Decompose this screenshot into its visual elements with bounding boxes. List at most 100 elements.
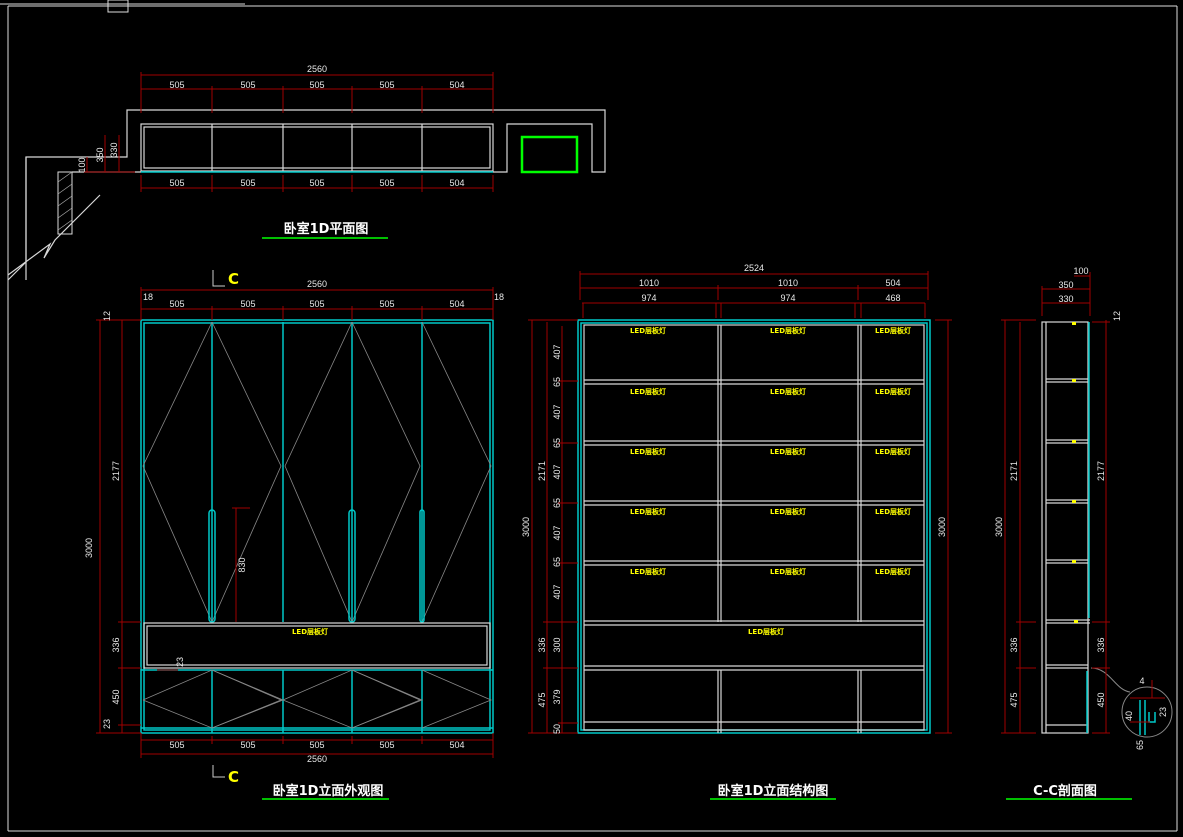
struct-dim-inner-left: 407 <box>552 584 562 599</box>
led-label: LED层板灯 <box>770 326 806 335</box>
struct-dim-inner-left: 407 <box>552 525 562 540</box>
led-label: LED层板灯 <box>770 447 806 456</box>
struct-dim-outer: 1010 <box>778 278 798 288</box>
struct-dim-inner-left: 300 <box>552 637 562 652</box>
ext-dim-left: 336 <box>111 637 121 652</box>
section-dim-left: 2171 <box>1009 461 1019 481</box>
led-label: LED层板灯 <box>630 326 666 335</box>
led-label: LED层板灯 <box>875 387 911 396</box>
ext-dim-bottom: 504 <box>449 740 464 750</box>
led-label: LED层板灯 <box>630 447 666 456</box>
plan-dim-left: 330 <box>109 142 119 157</box>
gap-dim: 23 <box>175 657 185 667</box>
ext-dim-top: 505 <box>240 299 255 309</box>
detail-dim: 4 <box>1139 676 1144 686</box>
plan-dim-top: 504 <box>449 80 464 90</box>
struct-dim-height-right: 3000 <box>937 517 947 537</box>
plan-dim-bottom: 505 <box>379 178 394 188</box>
led-label: LED层板灯 <box>630 387 666 396</box>
struct-dim-inner-left: 65 <box>552 438 562 448</box>
struct-dim-inner-left: 65 <box>552 377 562 387</box>
led-label: LED层板灯 <box>630 507 666 516</box>
led-label: LED层板灯 <box>630 567 666 576</box>
exterior-title: 卧室1D立面外观图 <box>273 783 384 799</box>
struct-dim-height: 3000 <box>521 517 531 537</box>
handle-dim: 830 <box>237 557 247 572</box>
ext-dim-bottom: 505 <box>240 740 255 750</box>
ext-dim-top: 505 <box>309 299 324 309</box>
struct-dim-inner: 974 <box>780 293 795 303</box>
plan-dim-left: 350 <box>95 147 105 162</box>
ext-dim-bottom: 505 <box>379 740 394 750</box>
exterior-elevation: LED层板灯 830 23 2560 18 18 505 505 505 505… <box>84 270 504 800</box>
section-mark-top[interactable]: C <box>228 270 239 288</box>
detail-circle <box>1121 686 1173 738</box>
section-dim-top-offset: 12 <box>1112 311 1122 321</box>
section-dim-right: 336 <box>1096 637 1106 652</box>
ext-dim-total-top: 2560 <box>307 279 327 289</box>
ext-dim-top-offset: 12 <box>102 311 112 321</box>
ext-dim-height: 3000 <box>84 538 94 558</box>
section-dim-top: 330 <box>1058 294 1073 304</box>
section-dim-left: 475 <box>1009 692 1019 707</box>
structure-elevation: LED层板灯 LED层板灯 LED层板灯 LED层板灯 LED层板灯 LED层板… <box>521 263 952 800</box>
section-view: 100 350 330 12 3000 2171 336 475 2177 33… <box>994 266 1173 800</box>
ext-dim-top: 505 <box>379 299 394 309</box>
ext-dim-left: 2177 <box>111 461 121 481</box>
struct-dim-inner-left: 407 <box>552 344 562 359</box>
ext-dim-left: 23 <box>102 719 112 729</box>
struct-dim-inner-left: 50 <box>552 724 562 734</box>
led-label: LED层板灯 <box>875 567 911 576</box>
plan-title: 卧室1D平面图 <box>284 221 369 237</box>
led-label: LED层板灯 <box>770 567 806 576</box>
detail-dim: 65 <box>1135 740 1145 750</box>
struct-dim-outer: 504 <box>885 278 900 288</box>
ext-dim-top: 504 <box>449 299 464 309</box>
plan-dim-left: 100 <box>77 157 87 172</box>
section-mark-bottom[interactable]: C <box>228 768 239 786</box>
plan-dim-total: 2560 <box>307 64 327 74</box>
struct-dim-left: 475 <box>537 692 547 707</box>
struct-dim-total: 2524 <box>744 263 764 273</box>
led-label: LED层板灯 <box>875 447 911 456</box>
plan-dim-bottom: 504 <box>449 178 464 188</box>
section-dim-right: 450 <box>1096 692 1106 707</box>
ext-dim-bottom: 505 <box>169 740 184 750</box>
plan-view: 2560 505 505 505 505 504 505 505 505 505… <box>7 64 606 281</box>
section-dim-right: 2177 <box>1096 461 1106 481</box>
plan-green-object <box>520 135 579 174</box>
led-label: LED层板灯 <box>875 326 911 335</box>
led-label: LED层板灯 <box>748 627 784 636</box>
section-dim-left: 336 <box>1009 637 1019 652</box>
led-label: LED层板灯 <box>875 507 911 516</box>
struct-dim-inner-left: 407 <box>552 404 562 419</box>
plan-dim-top: 505 <box>240 80 255 90</box>
led-label: LED层板灯 <box>292 627 328 636</box>
struct-dim-inner-left: 65 <box>552 557 562 567</box>
ext-dim-top: 505 <box>169 299 184 309</box>
structure-title: 卧室1D立面结构图 <box>718 783 829 799</box>
plan-dim-top: 505 <box>379 80 394 90</box>
wall-column <box>57 171 73 235</box>
struct-dim-left: 2171 <box>537 461 547 481</box>
led-label: LED层板灯 <box>770 507 806 516</box>
led-label: LED层板灯 <box>770 387 806 396</box>
door-handles <box>208 509 425 623</box>
ext-dim-bottom: 505 <box>309 740 324 750</box>
plan-dim-bottom: 505 <box>309 178 324 188</box>
struct-dim-inner-left: 65 <box>552 498 562 508</box>
ext-dim-total-bottom: 2560 <box>307 754 327 764</box>
detail-dim: 23 <box>1158 707 1168 717</box>
section-dim-top: 350 <box>1058 280 1073 290</box>
ext-dim-edge: 18 <box>143 292 153 302</box>
struct-dim-inner-left: 407 <box>552 464 562 479</box>
section-title: C-C剖面图 <box>1033 783 1097 799</box>
struct-dim-inner-left: 379 <box>552 689 562 704</box>
plan-dim-bottom: 505 <box>169 178 184 188</box>
plan-dim-top: 505 <box>309 80 324 90</box>
struct-dim-left: 336 <box>537 637 547 652</box>
struct-dim-inner: 974 <box>641 293 656 303</box>
struct-dim-inner: 468 <box>885 293 900 303</box>
